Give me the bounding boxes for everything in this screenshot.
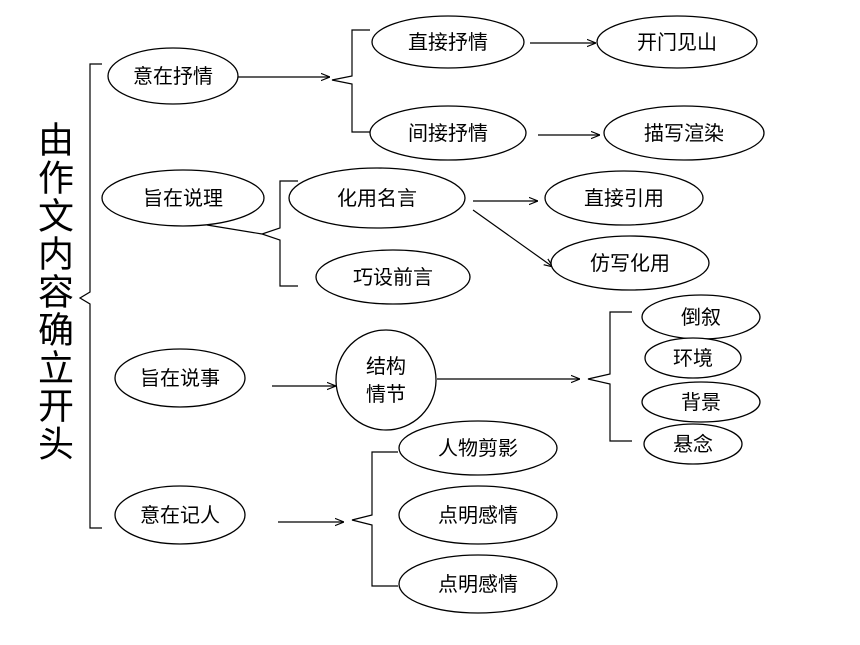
leaf-label: 开门见山 — [637, 30, 717, 54]
leaf-label: 背景 — [681, 390, 721, 414]
branch-bracket — [587, 311, 632, 442]
leaf-node: 倒叙 — [641, 294, 761, 340]
root-char: 由 — [38, 121, 74, 162]
branch-label: 意在记人 — [140, 503, 220, 527]
child-label: 直接抒情 — [408, 30, 488, 54]
root-char: 内 — [38, 235, 74, 276]
child-node: 点明感情 — [398, 485, 558, 545]
branch-node: 意在抒情 — [107, 47, 239, 105]
child-node: 结构 情节 — [335, 329, 437, 431]
child-node: 人物剪影 — [398, 420, 558, 476]
root-char: 立 — [38, 349, 74, 390]
leaf-node: 环境 — [644, 337, 742, 379]
leaf-label: 悬念 — [673, 432, 713, 456]
child-node: 间接抒情 — [369, 105, 527, 161]
root-char: 头 — [38, 425, 74, 466]
leaf-node: 仿写化用 — [550, 235, 710, 291]
branch-label: 旨在说理 — [143, 186, 223, 210]
child-label: 巧设前言 — [353, 265, 433, 289]
child-label: 化用名言 — [337, 186, 417, 210]
branch-label: 意在抒情 — [133, 64, 213, 88]
child-label: 点明感情 — [438, 503, 518, 527]
child-node: 点明感情 — [398, 554, 558, 614]
root-char: 确 — [38, 311, 74, 352]
connector-line — [206, 224, 263, 235]
leaf-label: 倒叙 — [681, 305, 721, 329]
leaf-label: 描写渲染 — [644, 121, 724, 145]
root-char: 作 — [38, 159, 74, 200]
root-char: 文 — [38, 197, 74, 238]
connector-arrow — [472, 209, 553, 267]
child-label-line: 结构 — [366, 354, 406, 378]
root-char: 开 — [38, 387, 74, 428]
branch-bracket — [331, 29, 370, 133]
child-node: 直接抒情 — [371, 15, 525, 69]
root-char: 容 — [38, 273, 74, 314]
leaf-node: 描写渲染 — [603, 105, 765, 161]
child-label-line: 情节 — [366, 382, 406, 406]
leaf-node: 背景 — [641, 381, 761, 423]
branch-node: 意在记人 — [114, 485, 246, 545]
child-label: 人物剪影 — [438, 436, 518, 460]
child-label: 间接抒情 — [408, 121, 488, 145]
leaf-node: 直接引用 — [544, 170, 704, 226]
leaf-label: 环境 — [673, 346, 713, 370]
root-bracket — [78, 63, 102, 529]
branch-label: 旨在说事 — [140, 366, 220, 390]
child-node: 巧设前言 — [315, 249, 471, 305]
branch-node: 旨在说事 — [114, 348, 246, 408]
child-node: 化用名言 — [288, 167, 466, 229]
leaf-node: 悬念 — [643, 423, 743, 465]
branch-bracket — [260, 180, 298, 287]
branch-bracket — [351, 451, 398, 587]
leaf-label: 仿写化用 — [590, 251, 670, 275]
branch-node: 旨在说理 — [101, 169, 265, 227]
root-title: 由 作 文 内 容 确 立 开 头 — [38, 121, 74, 466]
leaf-label: 直接引用 — [584, 186, 664, 210]
leaf-node: 开门见山 — [596, 15, 758, 69]
child-label: 点明感情 — [438, 572, 518, 596]
